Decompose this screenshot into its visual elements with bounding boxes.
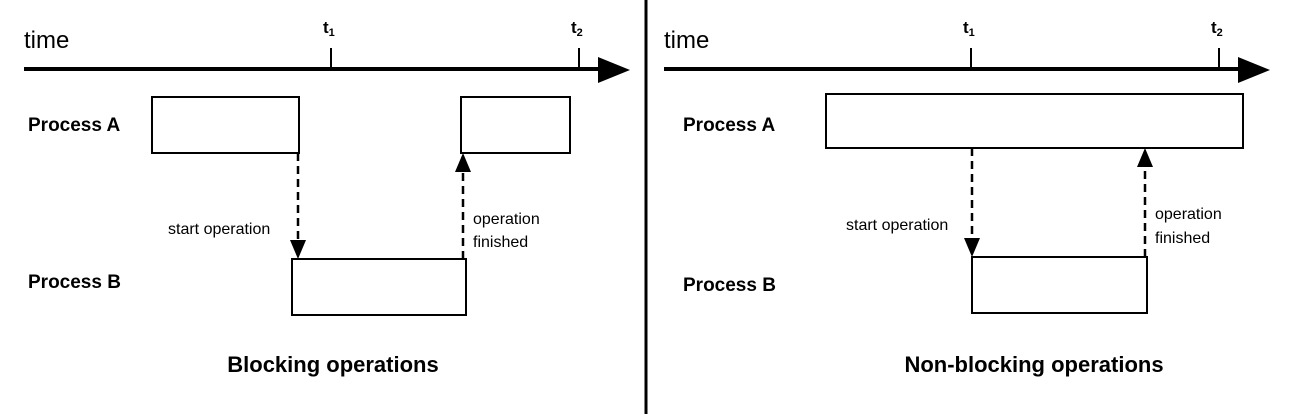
tick-t1-label: t1 bbox=[323, 18, 335, 39]
non-blocking-panel: time t1 t2 Process A Process B start ope… bbox=[664, 18, 1270, 377]
operation-finished-label-line2: finished bbox=[1155, 230, 1210, 247]
process-a-box-2 bbox=[460, 96, 571, 154]
time-axis-arrowhead bbox=[1238, 57, 1270, 83]
time-axis-label: time bbox=[24, 27, 69, 54]
operation-finished-label-line1: operation bbox=[473, 211, 540, 228]
tick-t2-label: t2 bbox=[571, 18, 583, 39]
blocking-caption: Blocking operations bbox=[227, 352, 438, 377]
time-axis-arrowhead bbox=[598, 57, 630, 83]
start-operation-label: start operation bbox=[846, 217, 948, 234]
start-operation-arrowhead bbox=[964, 238, 980, 257]
process-b-box bbox=[291, 258, 467, 316]
start-operation-label: start operation bbox=[168, 221, 270, 238]
operation-finished-arrowhead bbox=[455, 153, 471, 172]
blocking-panel: time t1 t2 Process A Process B start ope… bbox=[24, 18, 630, 377]
time-axis-label: time bbox=[664, 27, 709, 54]
operation-finished-label-line1: operation bbox=[1155, 206, 1222, 223]
operation-finished-arrowhead bbox=[1137, 148, 1153, 167]
non-blocking-caption: Non-blocking operations bbox=[904, 352, 1163, 377]
process-a-label: Process A bbox=[683, 115, 776, 136]
tick-t1-label: t1 bbox=[963, 18, 975, 39]
process-b-box bbox=[971, 256, 1148, 314]
process-a-box bbox=[825, 93, 1244, 149]
start-operation-arrowhead bbox=[290, 240, 306, 259]
operation-finished-label-line2: finished bbox=[473, 234, 528, 251]
process-a-label: Process A bbox=[28, 115, 121, 136]
process-b-label: Process B bbox=[683, 275, 776, 296]
process-a-box-1 bbox=[151, 96, 300, 154]
process-b-label: Process B bbox=[28, 272, 121, 293]
tick-t2-label: t2 bbox=[1211, 18, 1223, 39]
